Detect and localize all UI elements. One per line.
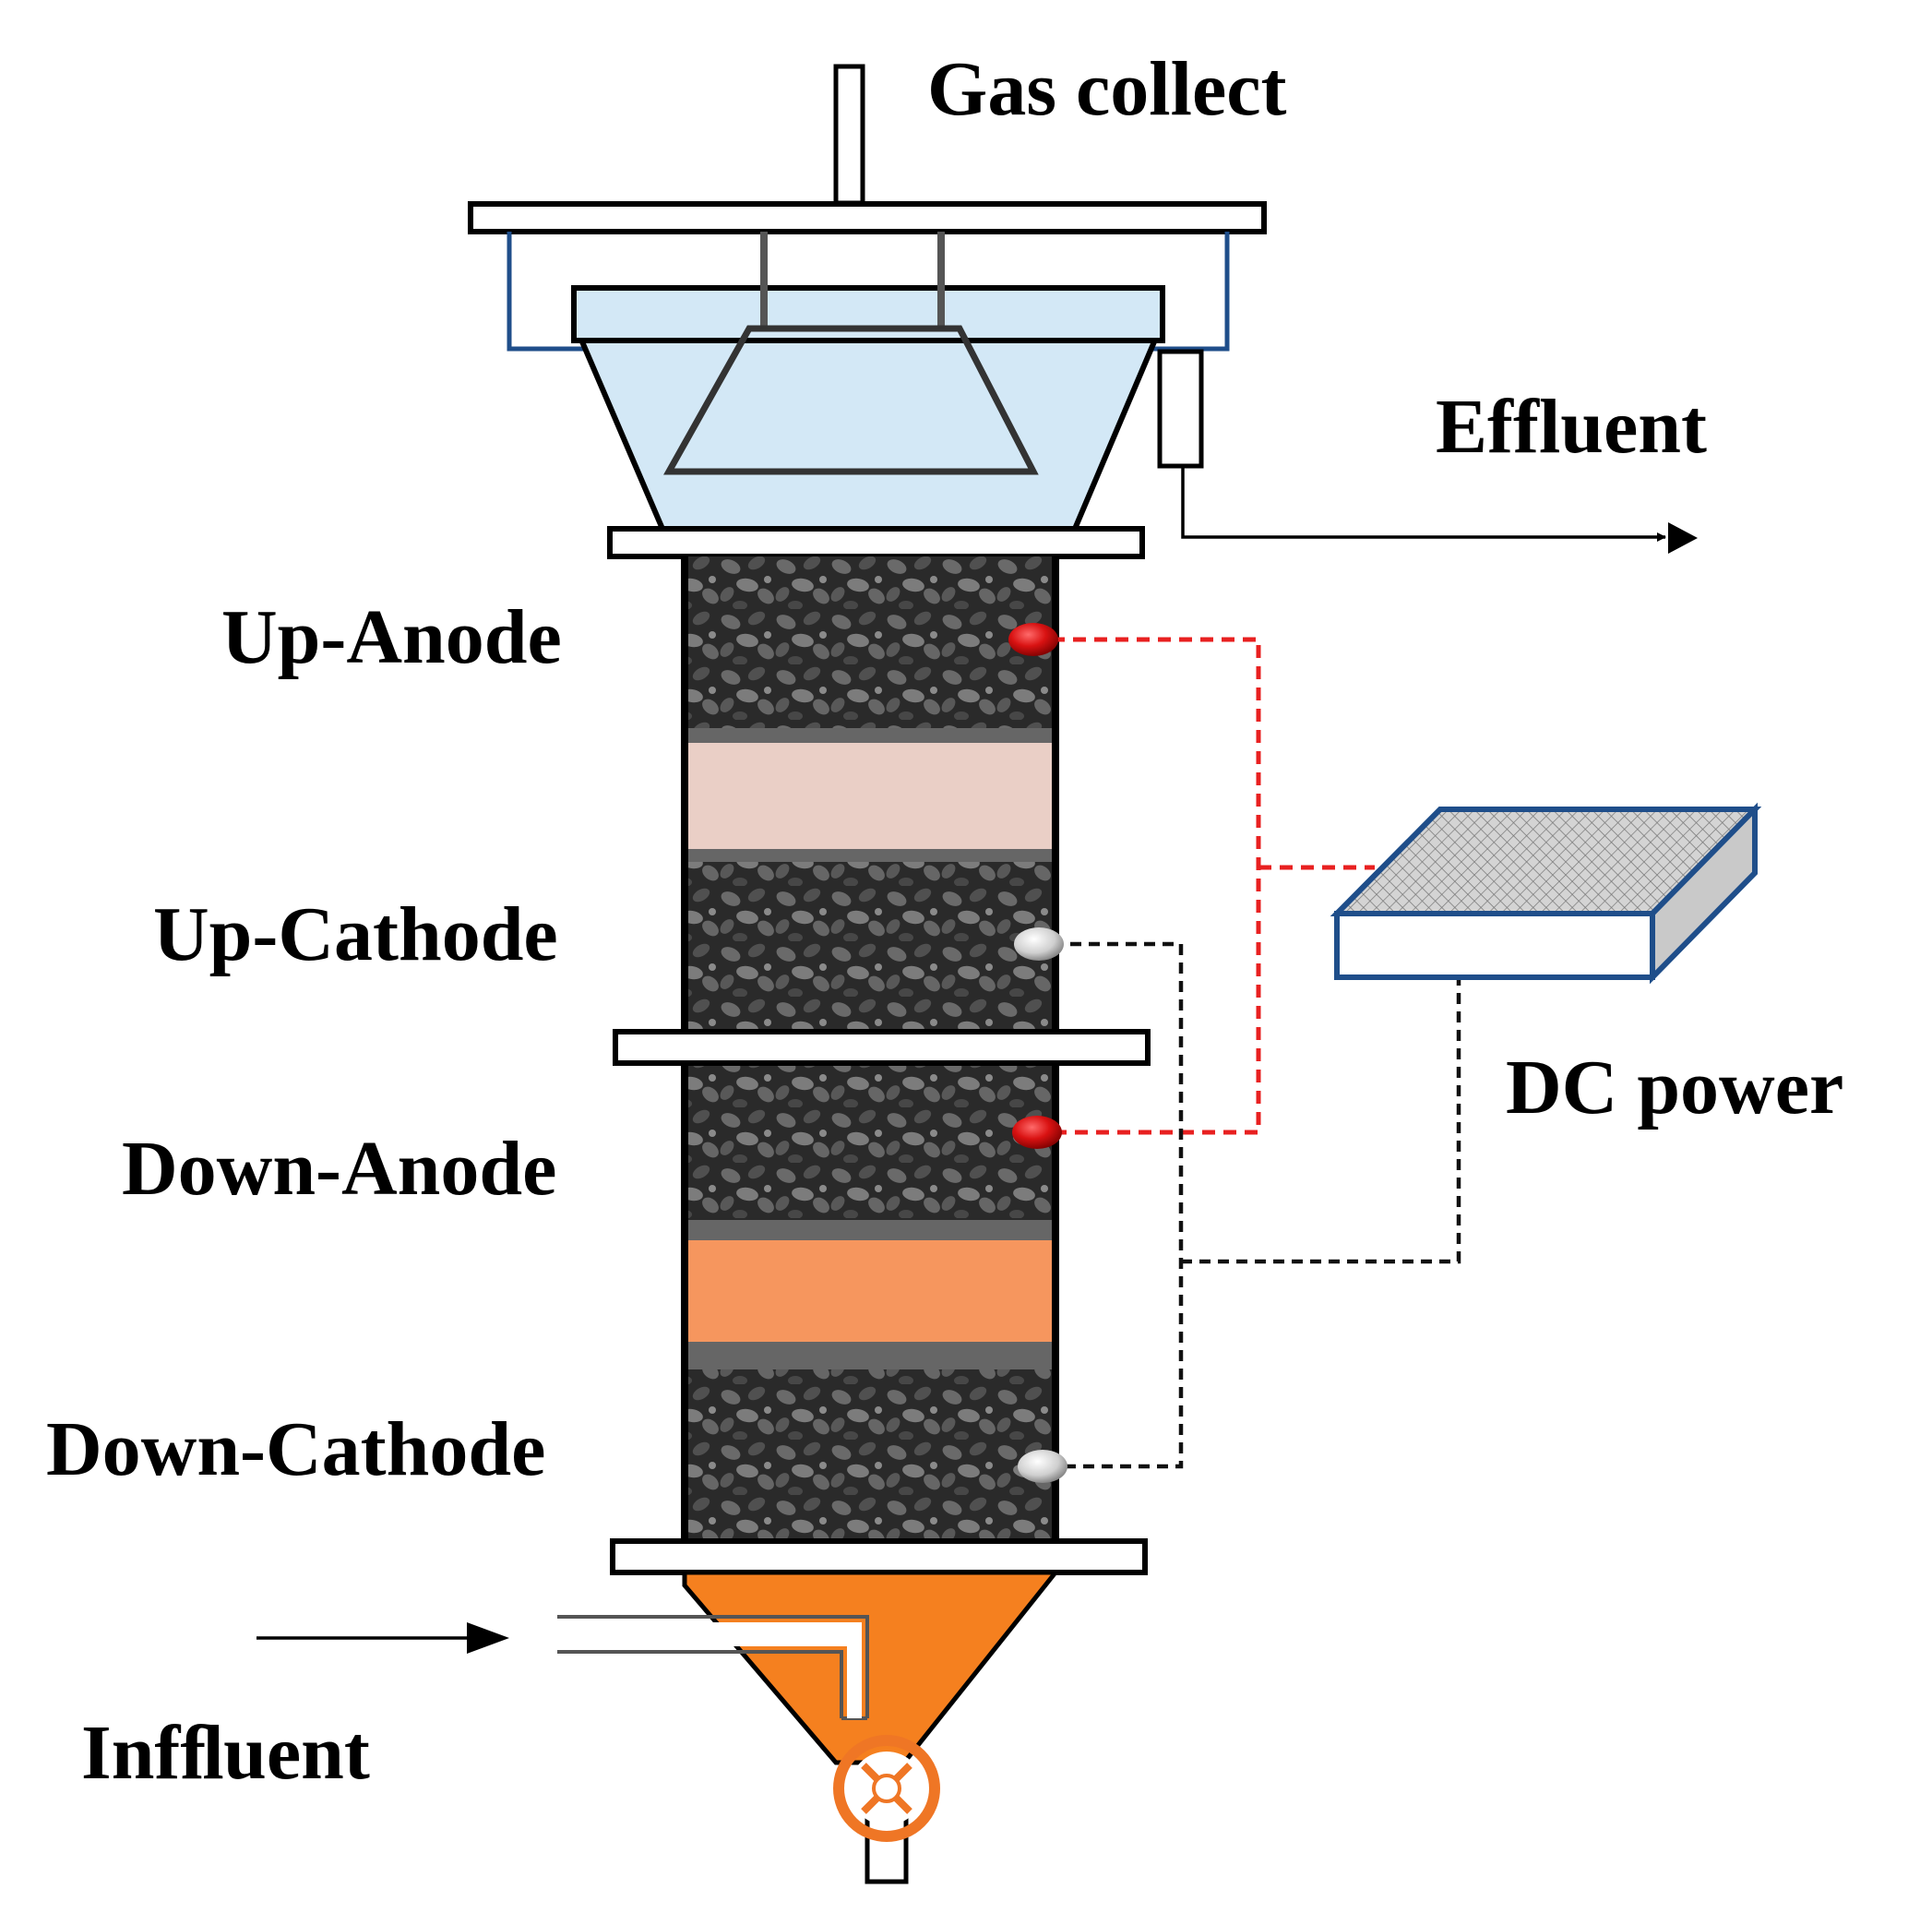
effluent-weir-pipe [1157,349,1204,469]
cathode-wiring [1052,941,1461,1469]
upper-membrane-bar-bottom [685,849,1055,862]
effluent-label: Effluent [1436,384,1707,470]
up-cathode-electrode [1014,927,1064,961]
dc-power-supply-icon [1330,802,1762,985]
down-cathode-electrode [1018,1450,1067,1483]
separator-hangers [760,232,945,329]
down-cathode-label: Down-Cathode [46,1406,545,1492]
lower-membrane-bar-bottom [685,1342,1055,1369]
middle-flange-plate [613,1029,1151,1066]
effluent-arrow-head [1668,522,1698,554]
up-anode-label: Up-Anode [221,594,562,680]
gas-outlet-pipe [833,64,865,206]
up-anode-electrode [1008,623,1058,656]
gas-hood-cone [663,325,1039,475]
upper-flange-plate [607,526,1145,559]
lower-flange-plate [610,1538,1148,1575]
influent-label: Infﬂuent [81,1710,370,1796]
up-cathode-label: Up-Cathode [153,891,558,977]
up-anode-carbon-bed [685,556,1055,728]
settling-tank [577,337,1160,532]
bottom-cone [682,1570,1061,1765]
influent-arrow-head [467,1622,509,1654]
effluent-line [1181,466,1698,554]
lower-membrane [685,1240,1055,1342]
down-cathode-carbon-bed [685,1369,1055,1541]
anode-wiring [1052,637,1375,1135]
down-anode-carbon-bed [685,1063,1055,1220]
influent-pipe [557,1615,869,1720]
reactor-column [681,556,1059,1541]
lower-membrane-bar-top [685,1220,1055,1240]
top-cover-plate [468,201,1267,234]
down-anode-label: Down-Anode [122,1126,556,1212]
dc-power-label: DC power [1506,1045,1843,1130]
separator-top-box [571,285,1165,343]
influent-arrow [256,1622,509,1654]
valve-icon [833,1735,940,1842]
upper-membrane [685,743,1055,849]
up-cathode-carbon-bed [685,862,1055,1032]
upper-membrane-bar-top [685,728,1055,743]
gas-collect-label: Gas collect [927,46,1287,132]
down-anode-electrode [1012,1116,1062,1149]
